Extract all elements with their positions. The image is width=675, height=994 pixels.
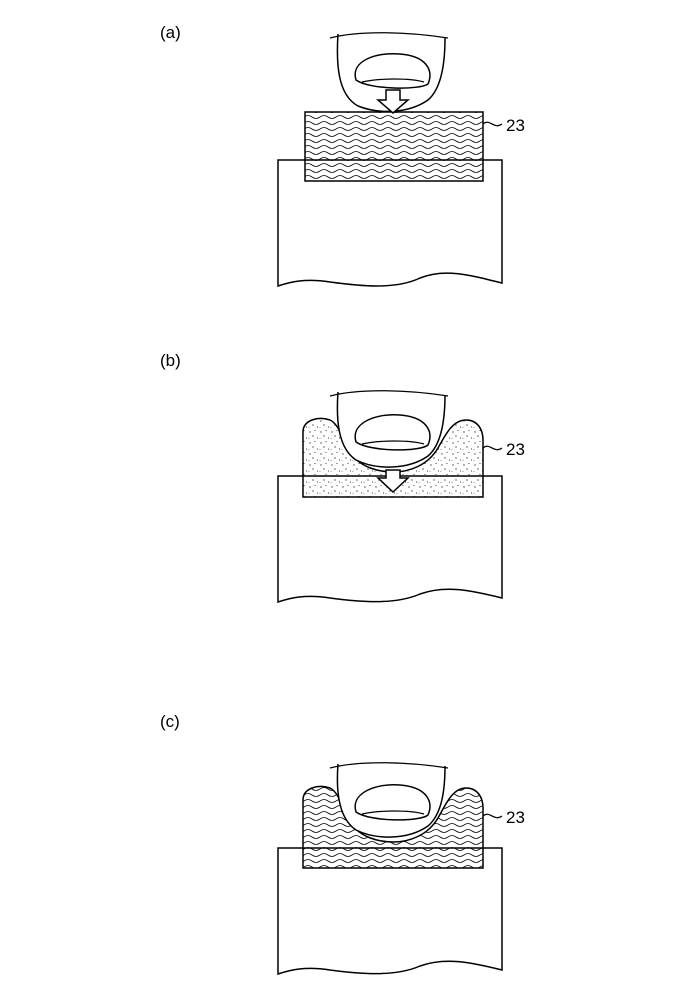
panel-b: (b) 23 <box>160 351 525 604</box>
panel-c-nail <box>354 783 431 821</box>
panel-b-label: (b) <box>160 351 181 370</box>
panel-b-fingertip-line <box>329 390 449 397</box>
panel-c-base <box>277 847 503 976</box>
panel-c-label: (c) <box>160 712 180 731</box>
panel-b-down-arrow <box>376 469 410 494</box>
panel-b-base <box>277 475 503 604</box>
panel-c-fingertip-line <box>329 762 449 769</box>
panel-c-ref-23: 23 <box>506 808 525 827</box>
panel-b-ref-23: 23 <box>506 440 525 459</box>
panel-c-pad <box>302 785 484 869</box>
panel-b-nail-line <box>361 440 425 445</box>
panel-a-leader <box>482 121 503 127</box>
panel-a-base <box>277 159 503 288</box>
panel-a-nail-line <box>361 78 425 83</box>
panel-a-down-arrow <box>375 89 411 114</box>
panel-c: (c) 23 <box>160 712 525 976</box>
panel-b-leader <box>482 445 503 451</box>
panel-c-leader <box>482 813 503 819</box>
panel-a-fingertip-line <box>329 32 449 39</box>
panel-a-pad <box>304 111 484 182</box>
panel-a-label: (a) <box>160 23 181 42</box>
panel-b-nail <box>354 413 431 451</box>
panel-a-ref-23: 23 <box>506 116 525 135</box>
panel-a-nail <box>354 52 431 89</box>
panel-a: (a) 23 <box>160 23 525 288</box>
panel-c-nail-line <box>361 810 425 815</box>
